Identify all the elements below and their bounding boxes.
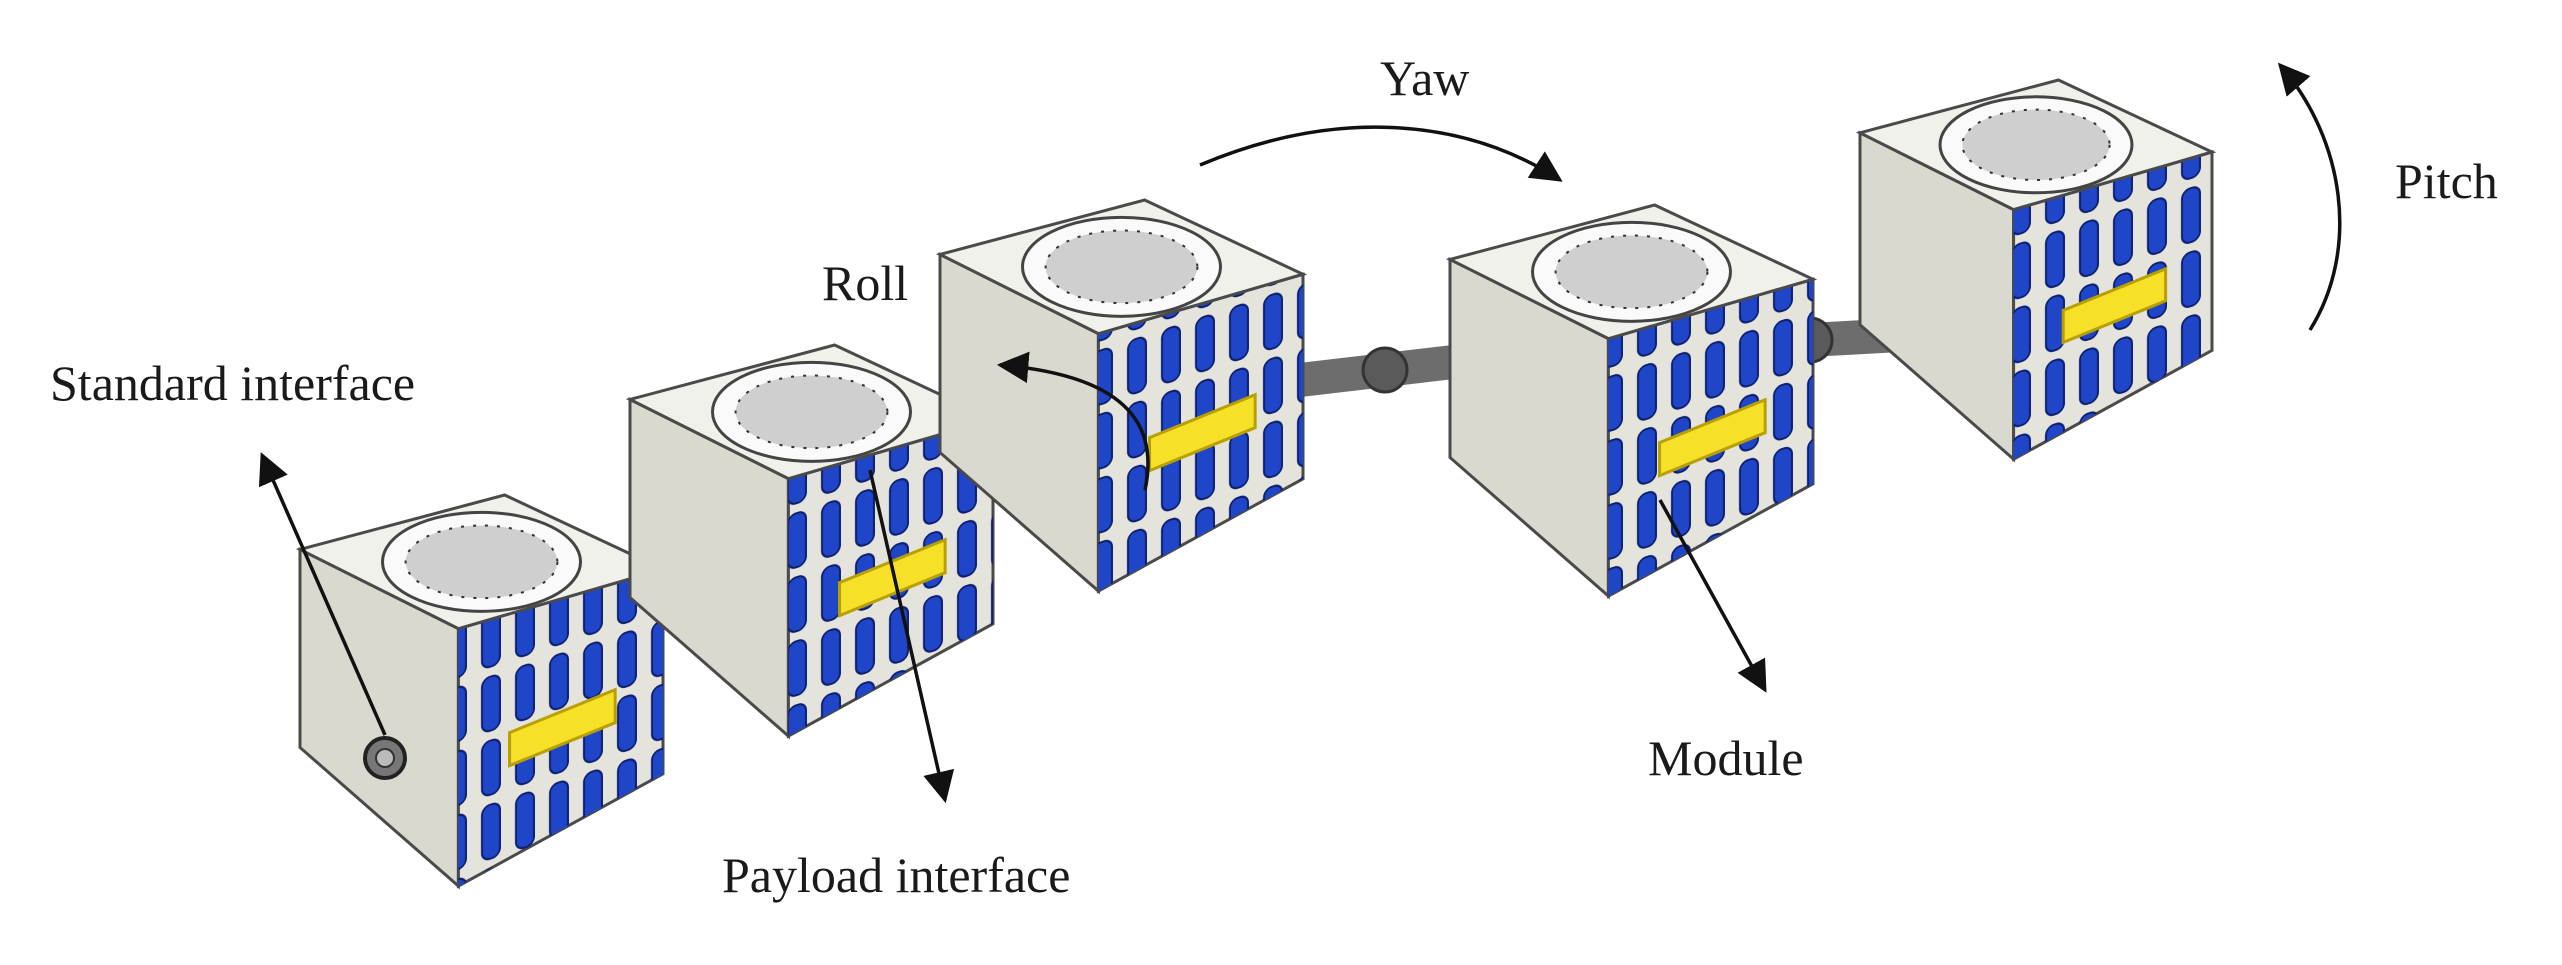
standard-interface-label: Standard interface [50, 355, 415, 411]
joint-hinge [1361, 346, 1409, 394]
pitch-arrow [2277, 62, 2342, 331]
yaw-label: Yaw [1380, 50, 1469, 106]
connector-latch [508, 687, 617, 768]
module-2 [625, 343, 998, 740]
payload-interface-plate [404, 524, 559, 600]
module-3 [935, 198, 1308, 595]
payload-interface-plate [1044, 229, 1199, 305]
connector-latch [2061, 266, 2168, 345]
payload-interface-pointer [868, 469, 955, 804]
module-5 [1855, 78, 2217, 463]
roll-label: Roll [822, 255, 908, 311]
payload-interface-plate [734, 374, 889, 450]
pitch-label: Pitch [2395, 153, 2498, 209]
module-pointer [1658, 499, 1767, 693]
payload-interface-plate [1961, 108, 2111, 182]
module-4 [1445, 203, 1818, 600]
module-label: Module [1648, 730, 1804, 786]
connector-latch [838, 537, 947, 618]
standard-interface-core [375, 748, 395, 768]
roll-arrow [996, 351, 1150, 491]
payload-interface-label: Payload interface [722, 847, 1070, 903]
connector-latch [1658, 397, 1767, 478]
yaw-arrow [1199, 125, 1563, 182]
standard-interface-pointer [258, 452, 387, 736]
payload-interface-plate [1554, 234, 1709, 310]
module-1 [295, 493, 668, 890]
